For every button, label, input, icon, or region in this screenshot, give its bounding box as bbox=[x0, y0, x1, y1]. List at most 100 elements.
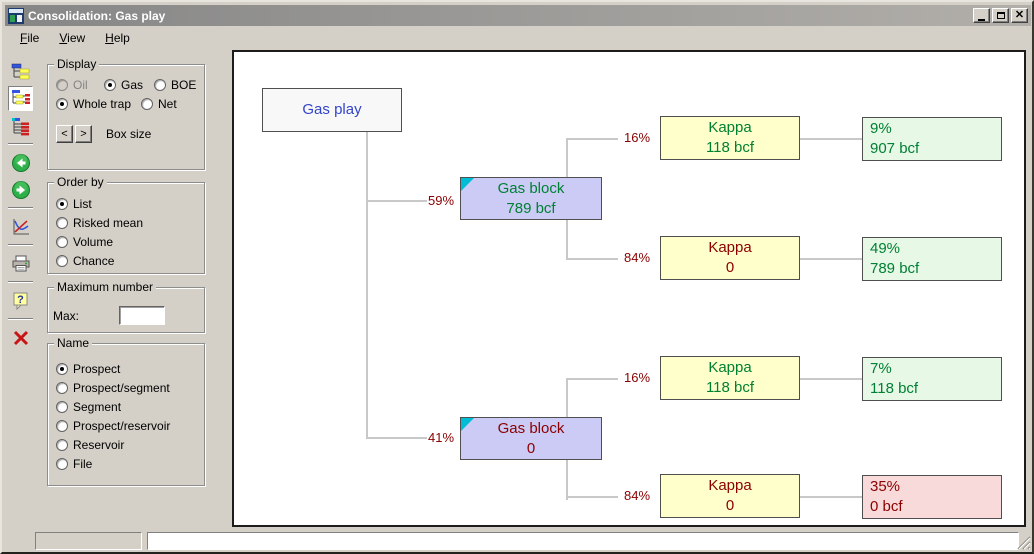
tree-node-kappa-3[interactable]: Kappa 118 bcf bbox=[660, 356, 800, 400]
tree-node-kappa-4[interactable]: Kappa 0 bbox=[660, 474, 800, 518]
maximize-button[interactable] bbox=[992, 8, 1009, 23]
radio-prospect-circle bbox=[56, 363, 68, 375]
status-panel-left bbox=[35, 532, 142, 550]
minimize-icon bbox=[978, 18, 985, 21]
radio-volume-circle bbox=[56, 236, 68, 248]
radio-segment[interactable]: Segment bbox=[56, 400, 204, 414]
tree-node-kappa-1[interactable]: Kappa 118 bcf bbox=[660, 116, 800, 160]
connector-line bbox=[566, 379, 568, 419]
diagram-canvas: 59% 41% 16% 84% 16% 84% Gas play Gas blo… bbox=[232, 50, 1026, 527]
name-group: Name Prospect Prospect/segment Segment P… bbox=[47, 336, 205, 486]
connector-line bbox=[800, 138, 862, 140]
delete-icon bbox=[13, 330, 28, 345]
connector-line bbox=[566, 220, 568, 260]
radio-segment-circle bbox=[56, 401, 68, 413]
connector-line bbox=[566, 139, 568, 179]
svg-text:?: ? bbox=[17, 294, 24, 306]
tree-node-result-1[interactable]: 9% 907 bcf bbox=[862, 117, 1002, 161]
tree-branch-icon bbox=[11, 89, 30, 104]
connector-line bbox=[566, 138, 618, 140]
close-button[interactable]: ✕ bbox=[1011, 8, 1028, 23]
tree-node-root[interactable]: Gas play bbox=[262, 88, 402, 132]
tree-node-result-3[interactable]: 7% 118 bcf bbox=[862, 357, 1002, 401]
box-size-increase-button[interactable]: > bbox=[75, 125, 92, 143]
connector-line bbox=[566, 496, 618, 498]
branch-probability: 41% bbox=[427, 430, 455, 445]
window-title: Consolidation: Gas play bbox=[28, 8, 166, 23]
menu-help[interactable]: Help bbox=[105, 31, 130, 45]
radio-chance-circle bbox=[56, 255, 68, 267]
tree-node-result-4[interactable]: 35% 0 bcf bbox=[862, 475, 1002, 519]
branch-probability: 59% bbox=[427, 193, 455, 208]
radio-whole-trap[interactable]: Whole trap bbox=[56, 97, 141, 111]
toolbar-chart-button[interactable] bbox=[8, 214, 33, 239]
connector-line bbox=[566, 460, 568, 500]
connector-line bbox=[800, 496, 862, 498]
control-panel: Display Oil Gas BOE Whole trap bbox=[36, 50, 232, 530]
order-by-group: Order by List Risked mean Volume Chance bbox=[47, 175, 205, 274]
radio-gas-circle bbox=[104, 79, 116, 91]
toolbar-separator bbox=[8, 143, 33, 145]
max-input[interactable] bbox=[119, 306, 166, 325]
radio-oil-circle bbox=[56, 79, 68, 91]
toolbar-help-button[interactable]: ? bbox=[8, 288, 33, 313]
radio-net-circle bbox=[141, 98, 153, 110]
tree-node-kappa-2[interactable]: Kappa 0 bbox=[660, 236, 800, 280]
toolbar-tree-branch-button[interactable] bbox=[8, 86, 33, 111]
menu-view[interactable]: View bbox=[59, 31, 86, 45]
box-size-decrease-button[interactable]: < bbox=[56, 125, 73, 143]
app-icon bbox=[8, 7, 24, 24]
corner-marker-icon bbox=[461, 418, 474, 431]
chart-icon bbox=[13, 218, 29, 234]
title-bar[interactable]: Consolidation: Gas play ✕ bbox=[5, 5, 1031, 26]
radio-oil[interactable]: Oil bbox=[56, 78, 104, 92]
radio-file[interactable]: File bbox=[56, 457, 204, 471]
minimize-button[interactable] bbox=[973, 8, 990, 23]
radio-risked-mean[interactable]: Risked mean bbox=[56, 216, 204, 230]
menu-bar: File View Help bbox=[5, 28, 1031, 48]
radio-file-circle bbox=[56, 458, 68, 470]
radio-whole-trap-circle bbox=[56, 98, 68, 110]
back-icon bbox=[11, 153, 30, 172]
radio-prospect-reservoir[interactable]: Prospect/reservoir bbox=[56, 419, 204, 433]
tree-node-gas-block-1[interactable]: Gas block 789 bcf bbox=[460, 177, 602, 220]
corner-marker-icon bbox=[461, 178, 474, 191]
radio-chance[interactable]: Chance bbox=[56, 254, 204, 268]
toolbar-back-button[interactable] bbox=[8, 150, 33, 175]
connector-line bbox=[366, 132, 368, 439]
connector-line bbox=[566, 378, 618, 380]
radio-reservoir[interactable]: Reservoir bbox=[56, 438, 204, 452]
tree-node-root-label: Gas play bbox=[302, 101, 362, 118]
connector-line bbox=[366, 437, 427, 439]
maximum-number-group: Maximum number Max: bbox=[47, 280, 205, 333]
radio-net[interactable]: Net bbox=[141, 97, 177, 111]
radio-boe-circle bbox=[154, 79, 166, 91]
connector-line bbox=[366, 200, 427, 202]
radio-boe[interactable]: BOE bbox=[154, 78, 196, 92]
radio-prospect-segment[interactable]: Prospect/segment bbox=[56, 381, 204, 395]
connector-line bbox=[800, 378, 862, 380]
menu-file[interactable]: File bbox=[20, 31, 40, 45]
toolbar-separator bbox=[8, 244, 33, 246]
radio-prospect-segment-circle bbox=[56, 382, 68, 394]
tree-node-gas-block-2[interactable]: Gas block 0 bbox=[460, 417, 602, 460]
radio-prospect[interactable]: Prospect bbox=[56, 362, 204, 376]
toolbar-tree-list-button[interactable] bbox=[8, 59, 33, 84]
radio-risked-mean-circle bbox=[56, 217, 68, 229]
toolbar-tree-full-button[interactable] bbox=[8, 113, 33, 138]
connector-line bbox=[800, 258, 862, 260]
status-panel-right bbox=[147, 532, 1019, 550]
toolbar-delete-button[interactable] bbox=[8, 325, 33, 350]
branch-probability: 84% bbox=[623, 250, 651, 265]
radio-list[interactable]: List bbox=[56, 197, 204, 211]
tree-node-result-2[interactable]: 49% 789 bcf bbox=[862, 237, 1002, 281]
radio-prospect-reservoir-circle bbox=[56, 420, 68, 432]
box-size-label: Box size bbox=[106, 127, 152, 141]
print-icon bbox=[12, 255, 29, 271]
toolbar-print-button[interactable] bbox=[8, 251, 33, 276]
radio-volume[interactable]: Volume bbox=[56, 235, 204, 249]
toolbar-forward-button[interactable] bbox=[8, 177, 33, 202]
resize-grip[interactable] bbox=[1017, 536, 1031, 550]
radio-gas[interactable]: Gas bbox=[104, 78, 154, 92]
